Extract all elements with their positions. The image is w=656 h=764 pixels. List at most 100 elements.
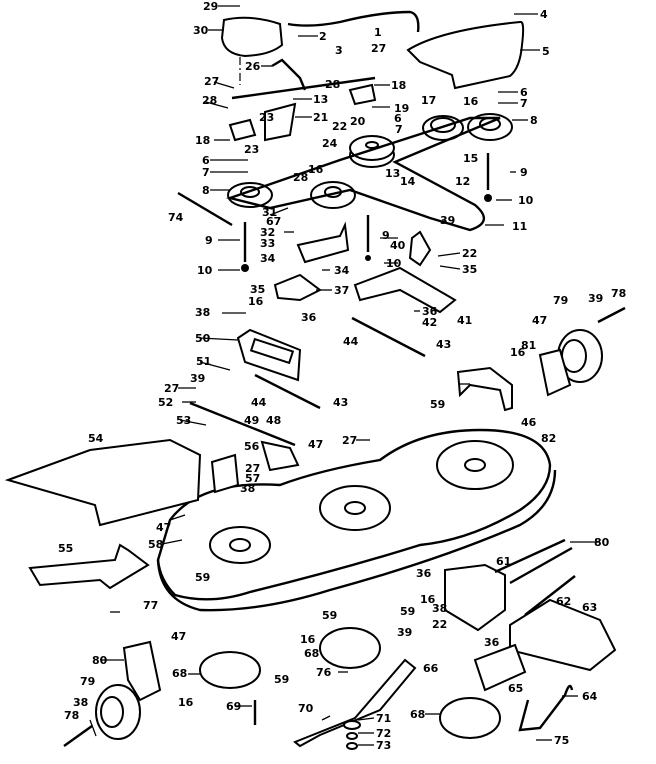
callout-59: 59 <box>400 605 415 618</box>
callout-49: 49 <box>244 414 259 427</box>
callout-70: 70 <box>298 702 314 715</box>
callout-53: 53 <box>176 414 191 427</box>
lift-bracket <box>408 230 432 267</box>
callout-63: 63 <box>582 601 597 614</box>
callout-39: 39 <box>190 372 205 385</box>
callout-27: 27 <box>204 75 219 88</box>
callout-72: 72 <box>376 727 391 740</box>
callout-27: 27 <box>164 382 179 395</box>
belt-cover-right <box>406 20 525 90</box>
callout-22: 22 <box>432 618 447 631</box>
callout-22: 22 <box>332 120 347 133</box>
callout-80: 80 <box>594 536 610 549</box>
callout-16: 16 <box>178 696 194 709</box>
callout-7: 7 <box>202 166 210 179</box>
callout-23: 23 <box>259 111 274 124</box>
callout-40: 40 <box>390 239 406 252</box>
callout-61: 61 <box>496 555 511 568</box>
belt-cover-left <box>220 16 284 58</box>
callout-16: 16 <box>308 163 324 176</box>
callout-57: 57 <box>245 472 260 485</box>
rod <box>177 191 233 227</box>
callout-79: 79 <box>80 675 95 688</box>
blade-adapter <box>319 627 381 669</box>
callout-6: 6 <box>520 86 528 99</box>
callout-33: 33 <box>260 237 275 250</box>
callout-35: 35 <box>250 283 265 296</box>
callout-28: 28 <box>202 94 217 107</box>
callout-62: 62 <box>556 595 571 608</box>
callout-8: 8 <box>530 114 538 127</box>
roller <box>473 643 527 692</box>
callout-1: 1 <box>374 26 382 39</box>
callout-23: 23 <box>244 143 259 156</box>
callout-79: 79 <box>553 294 568 307</box>
callout-71: 71 <box>376 712 391 725</box>
callout-10: 10 <box>197 264 213 277</box>
callout-36: 36 <box>416 567 432 580</box>
callout-16: 16 <box>300 633 316 646</box>
pivot-bracket <box>273 273 322 302</box>
callout-36: 36 <box>422 305 438 318</box>
callout-15: 15 <box>463 152 478 165</box>
callout-38: 38 <box>73 696 88 709</box>
callout-labels: 29 30 2 1 4 5 3 27 26 27 28 28 18 13 21 … <box>58 0 626 752</box>
callout-58: 58 <box>148 538 163 551</box>
bracket <box>271 58 307 91</box>
callout-30: 30 <box>193 24 209 37</box>
callout-74: 74 <box>168 211 184 224</box>
cable <box>287 10 420 33</box>
callout-75: 75 <box>554 734 569 747</box>
blade-adapter <box>199 651 261 689</box>
callout-42: 42 <box>422 316 437 329</box>
callout-34: 34 <box>260 252 276 265</box>
callout-47: 47 <box>171 630 186 643</box>
callout-46: 46 <box>521 416 537 429</box>
callout-43: 43 <box>436 338 451 351</box>
callout-18: 18 <box>391 79 406 92</box>
drawing <box>4 10 626 750</box>
callout-5: 5 <box>542 45 550 58</box>
chute-bracket <box>210 453 240 494</box>
spring-clip <box>518 684 574 732</box>
callout-20: 20 <box>350 115 366 128</box>
callout-31: 31 <box>262 206 277 219</box>
callout-14: 14 <box>400 175 416 188</box>
callout-81: 81 <box>521 339 536 352</box>
callout-26: 26 <box>245 60 261 73</box>
callout-38: 38 <box>240 482 255 495</box>
callout-76: 76 <box>316 666 332 679</box>
callout-52: 52 <box>158 396 173 409</box>
callout-28: 28 <box>325 78 340 91</box>
callout-82: 82 <box>541 432 556 445</box>
callout-47: 47 <box>308 438 323 451</box>
callout-29: 29 <box>203 0 218 13</box>
callout-13: 13 <box>385 167 400 180</box>
callout-6: 6 <box>202 154 210 167</box>
callout-47: 47 <box>532 314 547 327</box>
idler-bracket <box>348 83 377 106</box>
callout-9: 9 <box>382 229 390 242</box>
callout-27: 27 <box>371 42 386 55</box>
idler-bracket <box>228 118 257 142</box>
callout-9: 9 <box>205 234 213 247</box>
callout-39: 39 <box>588 292 603 305</box>
callout-68: 68 <box>410 708 425 721</box>
deflector <box>28 543 150 590</box>
mount-bracket <box>296 221 350 264</box>
callout-38: 38 <box>195 306 210 319</box>
callout-78: 78 <box>611 287 626 300</box>
mower-blade <box>293 658 417 748</box>
wheel-bracket-right <box>538 348 572 397</box>
callout-59: 59 <box>274 673 289 686</box>
callout-43: 43 <box>333 396 348 409</box>
callout-50: 50 <box>195 332 211 345</box>
callout-77: 77 <box>143 599 158 612</box>
front-bracket <box>444 563 506 632</box>
drive-belt <box>225 116 501 232</box>
callout-27: 27 <box>342 434 357 447</box>
callout-27: 27 <box>245 462 260 475</box>
callout-3: 3 <box>335 44 343 57</box>
callout-68: 68 <box>304 647 319 660</box>
